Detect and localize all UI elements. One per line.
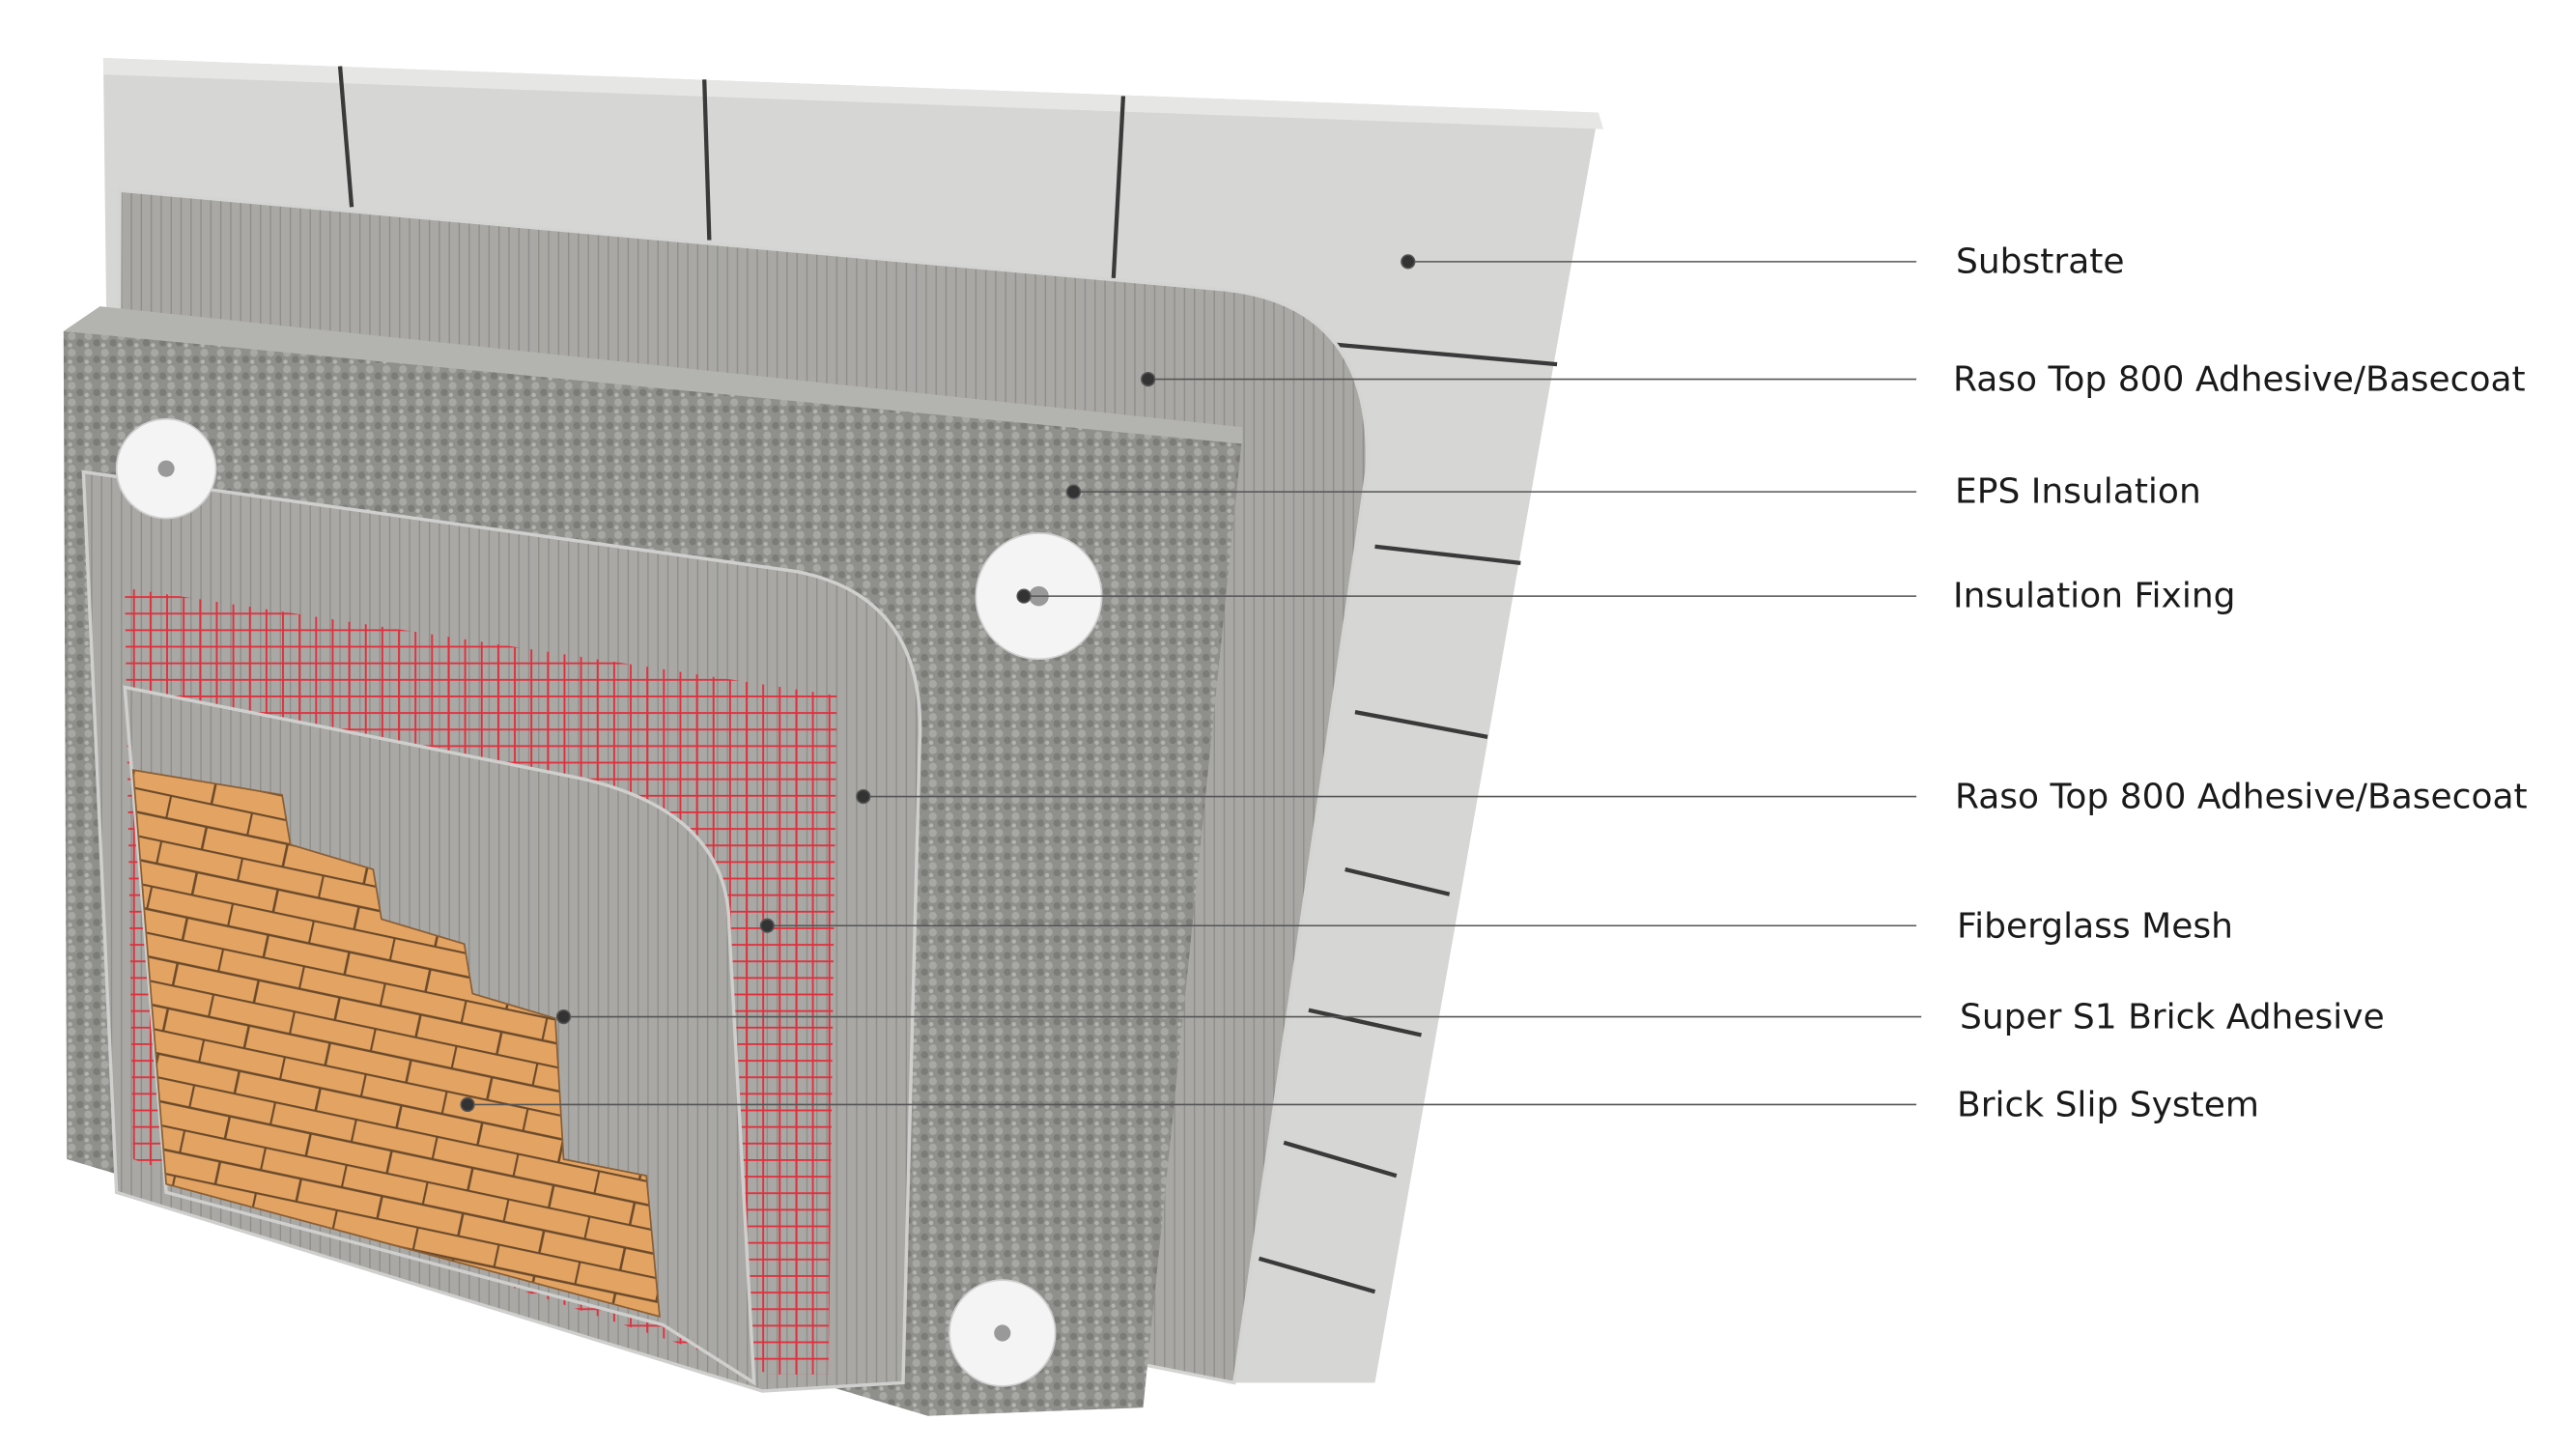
label-substrate: Substrate bbox=[1956, 242, 2125, 282]
label-brick-slip-system: Brick Slip System bbox=[1957, 1085, 2259, 1125]
label-fiberglass-mesh: Fiberglass Mesh bbox=[1957, 906, 2233, 947]
leader-lines bbox=[460, 254, 1922, 1113]
label-brick-adhesive: Super S1 Brick Adhesive bbox=[1960, 997, 2385, 1037]
label-eps-insulation: EPS Insulation bbox=[1955, 471, 2201, 512]
label-basecoat-2: Raso Top 800 Adhesive/Basecoat bbox=[1955, 777, 2528, 817]
brick-slip-layer bbox=[131, 769, 661, 1319]
label-insulation-fixing: Insulation Fixing bbox=[1953, 576, 2236, 616]
label-basecoat-1: Raso Top 800 Adhesive/Basecoat bbox=[1953, 359, 2526, 400]
